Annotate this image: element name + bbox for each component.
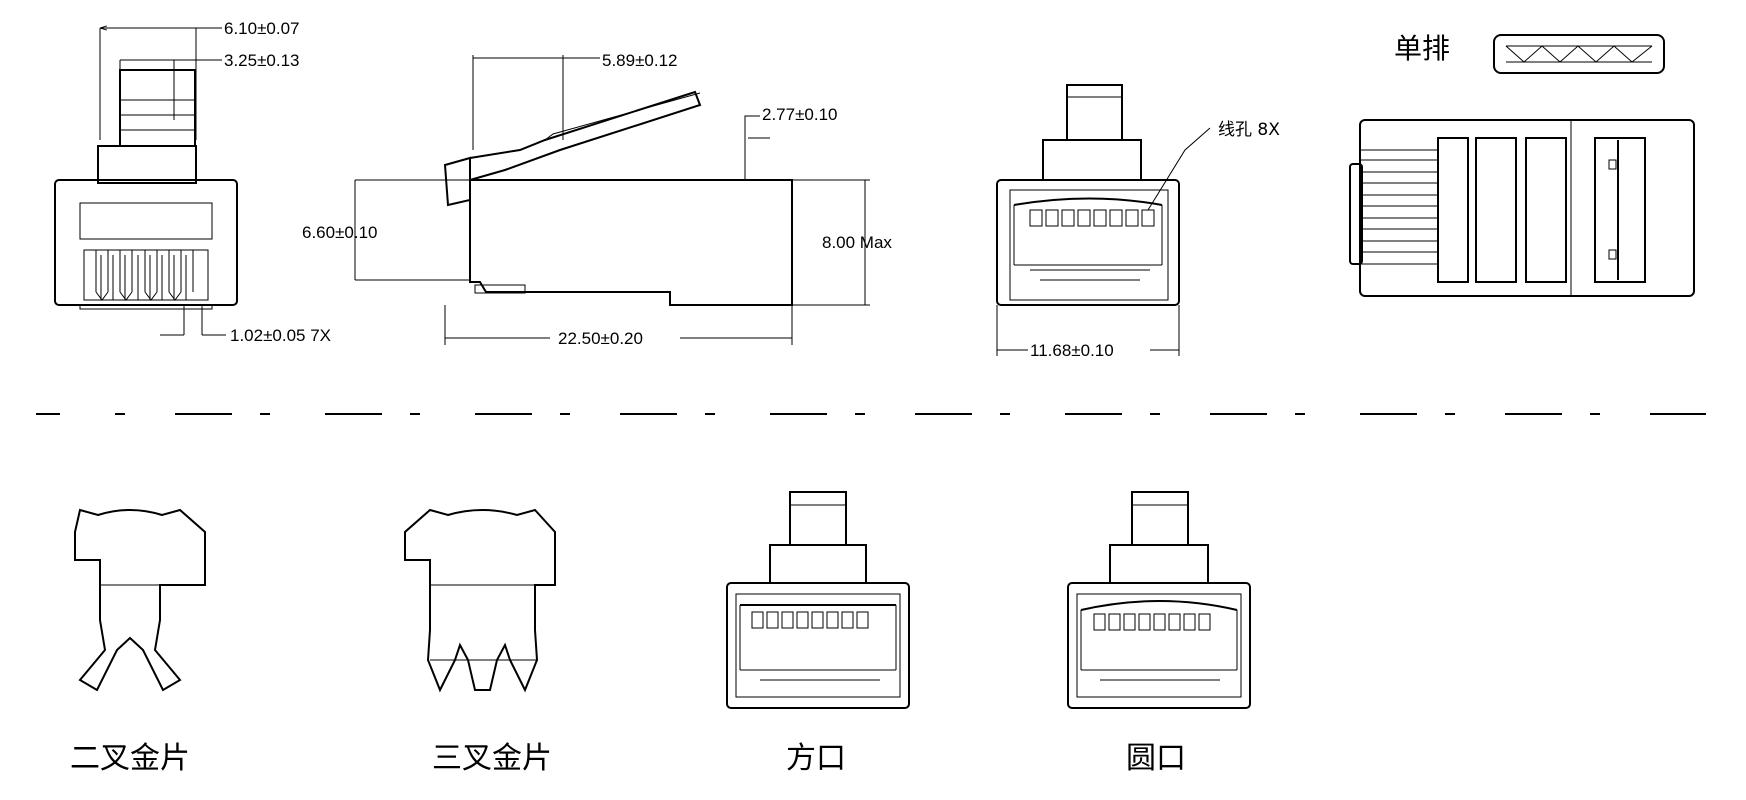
dim-latch-outer-width: 6.10±0.07 bbox=[224, 19, 300, 38]
side-view: 5.89±0.12 2.77±0.10 6.60±0.10 8.00 Max 2… bbox=[302, 51, 892, 348]
two-prong-contact-drawing: 二叉金片 bbox=[70, 508, 206, 776]
dim-latch-height: 2.77±0.10 bbox=[762, 105, 838, 124]
opening-view: 线孔 8X 11.68±0.10 bbox=[996, 84, 1280, 360]
dim-max-height: 8.00 Max bbox=[822, 233, 892, 252]
contact-view: 单排 bbox=[1349, 32, 1695, 297]
round-opening-caption: 圆口 bbox=[1126, 741, 1186, 776]
three-prong-contact-caption: 三叉金片 bbox=[432, 741, 552, 776]
dim-total-length: 22.50±0.20 bbox=[558, 329, 643, 348]
wire-holes-row bbox=[1029, 209, 1155, 227]
front-view: 6.10±0.07 3.25±0.13 1.02±0.05 7X bbox=[54, 19, 331, 345]
round-opening-drawing: 圆口 bbox=[1067, 491, 1251, 776]
dim-body-height: 6.60±0.10 bbox=[302, 223, 378, 242]
dim-latch-inner-width: 3.25±0.13 bbox=[224, 51, 300, 70]
single-row-label: 单排 bbox=[1394, 32, 1450, 65]
three-prong-contact-drawing: 三叉金片 bbox=[404, 508, 556, 776]
square-opening-drawing: 方口 bbox=[726, 491, 910, 776]
dim-contact-pitch: 1.02±0.05 7X bbox=[230, 326, 331, 345]
two-prong-contact-caption: 二叉金片 bbox=[70, 741, 190, 776]
single-row-symbol bbox=[1493, 34, 1665, 74]
wire-holes-label: 线孔 8X bbox=[1218, 120, 1280, 140]
dim-body-width: 11.68±0.10 bbox=[1030, 341, 1114, 360]
square-opening-caption: 方口 bbox=[786, 741, 846, 776]
dim-latch-length: 5.89±0.12 bbox=[602, 51, 678, 70]
